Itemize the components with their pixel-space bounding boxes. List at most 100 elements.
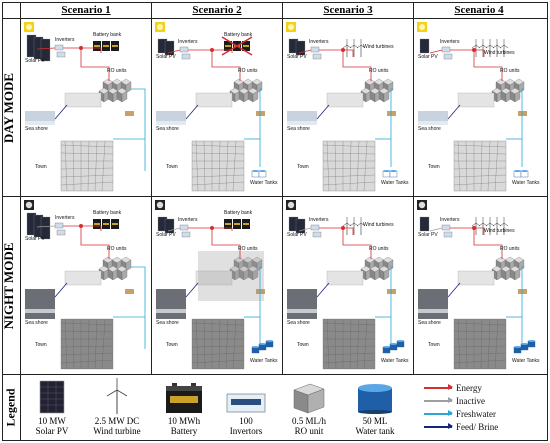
town-map [60,140,114,192]
ro-units [98,78,132,103]
sea-shore-photo [156,111,186,125]
inverters-label: Inverters [55,215,75,221]
town-map [191,318,245,370]
town-label: Town [428,164,440,170]
legend-inverter-value: 100 [239,416,253,426]
piping-cluster [64,270,134,294]
ro-units [229,78,263,103]
solar-pv-label: Solar PV [287,232,307,238]
solar-pv-label: Solar PV [156,54,176,60]
solar-pv-label: Solar PV [25,58,45,64]
freshwater-arrow-icon [424,411,453,416]
sea-shore-photo [418,289,448,319]
battery-bank-label: Battery bank [224,32,253,38]
ro-units [491,78,525,103]
wind-turbines-label: Wind turbines [363,222,394,228]
sea-shore-photo [25,111,55,125]
sea-shore-photo [418,111,448,125]
town-map [453,140,507,192]
inverter-group [310,224,322,238]
sea-shore-photo [287,111,317,125]
sun-icon [286,22,296,32]
town-label: Town [428,342,440,348]
moon-icon [286,200,296,210]
legend-item-tank: 50 ML Water tank [342,378,408,436]
water-tanks-label: Water Tanks [512,180,540,186]
inverters-label: Inverters [309,39,329,45]
moon-icon [155,200,165,210]
inverter-group [54,222,66,236]
sea-shore-photo [25,289,55,319]
feed-line [316,104,330,120]
moon-icon [24,200,34,210]
energy-lines [429,226,503,259]
inverter-icon [226,393,266,413]
freshwater-line [131,266,146,349]
battery-bank-label: Battery bank [93,210,122,216]
sea-shore-photo [287,289,317,319]
solar-pv-label: Solar PV [287,54,307,60]
legend-flow-feed: Feed/ Brine [424,422,498,432]
water-tank-icon [358,384,392,414]
battery-bank [93,219,119,229]
town-label: Town [166,342,178,348]
wind-turbines-label: Wind turbines [363,44,394,50]
battery-bank [224,219,250,229]
town-label: Town [297,342,309,348]
feed-line [447,282,461,298]
inverter-group [179,46,191,60]
inverter-group [179,224,191,238]
inverter-group [54,44,66,58]
sun-icon [24,22,34,32]
legend-ro-name: RO unit [294,426,324,436]
solar-panel-icon [39,380,65,414]
inverters-label: Inverters [309,217,329,223]
feed-line [447,104,461,120]
piping-cluster [195,92,265,116]
water-tanks-label: Water Tanks [250,358,278,364]
sea-shore-label: Sea shore [287,126,310,132]
ro-units [98,256,132,281]
inverters-label: Inverters [440,217,460,223]
battery-icon [166,383,202,413]
inverters-label: Inverters [55,37,75,43]
piping-cluster [457,92,527,116]
feed-line [316,282,330,298]
legend-item-solar: 10 MW Solar PV [24,378,80,436]
ro-units-label: RO units [500,246,520,252]
inverter-group [441,224,453,238]
piping-cluster [195,270,265,294]
legend-battery-name: Battery [170,426,198,436]
sea-shore-label: Sea shore [418,126,441,132]
freshwater-line [259,88,262,159]
solar-pv-array [157,216,175,234]
legend-wind-value: 2.5 MW DC [94,416,140,426]
piping-cluster [326,270,396,294]
feed-line [54,104,68,120]
scenario-title-3: Scenario 3 [323,4,373,16]
solar-pv-array [26,212,51,240]
legend-inverter-name: Invertors [229,426,263,436]
water-tanks-label: Water Tanks [250,180,278,186]
legend-flow-freshwater: Freshwater [424,409,496,419]
water-tanks [382,170,398,178]
legend-item-battery: 10 MWh Battery [154,378,214,436]
legend-battery-value: 10 MWh [167,416,201,426]
freshwater-line [131,88,146,171]
legend-item-ro: 0.5 ML/h RO unit [276,378,342,436]
freshwater-line [390,88,393,159]
legend-item-wind: 2.5 MW DC Wind turbine [82,378,152,436]
ro-units-label: RO units [107,68,127,74]
energy-lines [167,226,241,259]
ro-units-label: RO units [369,68,389,74]
freshwater-line [521,88,524,159]
wind-turbines [471,39,509,57]
legend-ro-value: 0.5 ML/h [291,416,326,426]
legend-tank-name: Water tank [355,426,395,436]
